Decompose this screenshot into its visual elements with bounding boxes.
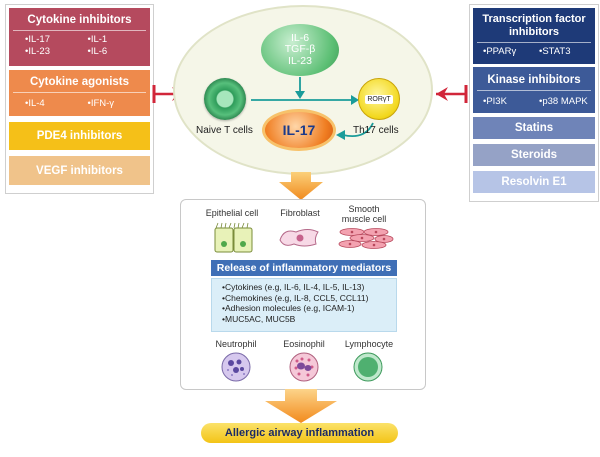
drug-item: STAT3 xyxy=(539,46,595,58)
smooth-muscle-cell-label: Smooth muscle cell xyxy=(341,204,387,224)
il17-node: IL-17 xyxy=(262,109,336,151)
polarizing-cytokines: IL-6 TGF-β IL-23 xyxy=(261,24,339,76)
drug-item: p38 MAPK xyxy=(539,96,595,108)
vegf-label: VEGF inhibitors xyxy=(36,164,123,177)
mediator-item: Adhesion molecules (e.g, ICAM-1) xyxy=(222,303,396,314)
drug-item: IFN-γ xyxy=(88,98,151,110)
resolvin-label: Resolvin E1 xyxy=(501,176,567,188)
cytokine-agonists-box: Cytokine agonists IL-4 IFN-γ xyxy=(9,70,150,116)
left-drug-panel: Cytokine inhibitors IL-17 IL-1 IL-23 IL-… xyxy=(5,4,154,194)
transcription-title: Transcription factor inhibitors xyxy=(482,13,586,38)
lymphocyte-icon xyxy=(353,352,383,382)
il17-label: IL-17 xyxy=(282,122,316,138)
cytokine-label: IL-23 xyxy=(288,54,312,67)
cytokine-label: TGF-β xyxy=(284,43,316,56)
cytokine-inhibitors-box: Cytokine inhibitors IL-17 IL-1 IL-23 IL-… xyxy=(9,8,150,66)
drug-item: IL-4 xyxy=(25,98,88,110)
pde4-label: PDE4 inhibitors xyxy=(36,130,123,142)
release-title: Release of inflammatory mediators xyxy=(216,262,392,274)
down-arrow-to-outcome xyxy=(265,389,337,423)
naive-t-cell-label: Naive T cells xyxy=(196,125,253,136)
epithelial-cell-icon xyxy=(214,222,253,253)
right-inhibit-arrow xyxy=(436,85,468,103)
eosinophil-label: Eosinophil xyxy=(283,339,325,349)
mediator-item: Chemokines (e.g, IL-8, CCL5, CCL11) xyxy=(222,293,396,304)
release-mediators-header: Release of inflammatory mediators xyxy=(211,260,397,276)
eosinophil-icon xyxy=(289,352,319,382)
mediator-item: MUC5AC, MUC5B xyxy=(222,314,396,325)
fibroblast-label: Fibroblast xyxy=(280,208,320,218)
lymphocyte-label: Lymphocyte xyxy=(344,339,394,349)
drug-item: PI3K xyxy=(483,96,539,108)
neutrophil-label: Neutrophil xyxy=(215,339,257,349)
right-drug-panel: Transcription factor inhibitors PPARγ ST… xyxy=(469,4,599,202)
pde4-inhibitors-box: PDE4 inhibitors xyxy=(9,122,150,150)
cytokine-inhibitors-title: Cytokine inhibitors xyxy=(27,14,132,26)
outcome-badge: Allergic airway inflammation xyxy=(201,423,398,443)
steroids-box: Steroids xyxy=(473,144,595,166)
th17-cell-icon: RORγT xyxy=(358,78,400,120)
fibroblast-icon xyxy=(279,229,319,247)
statins-label: Statins xyxy=(514,122,554,134)
down-arrow-to-tissue xyxy=(279,172,323,200)
differentiation-arrows xyxy=(251,77,374,140)
drug-item: IL-23 xyxy=(25,46,88,58)
outcome-label: Allergic airway inflammation xyxy=(224,427,375,439)
mediator-item: Cytokines (e.g, IL-6, IL-4, IL-5, IL-13) xyxy=(222,282,396,293)
steroids-label: Steroids xyxy=(510,149,557,161)
drug-item: PPARγ xyxy=(483,46,539,58)
mediator-list: Cytokines (e.g, IL-6, IL-4, IL-5, IL-13)… xyxy=(211,278,397,332)
th17-cell-label: Th17 cells xyxy=(353,125,399,136)
cytokine-label: IL-6 xyxy=(290,31,310,44)
statins-box: Statins xyxy=(473,117,595,139)
resolvin-box: Resolvin E1 xyxy=(473,171,595,193)
rorgt-label: RORγT xyxy=(365,94,393,104)
transcription-factor-inhibitors-box: Transcription factor inhibitors PPARγ ST… xyxy=(473,8,595,64)
naive-t-cell-icon xyxy=(204,78,246,120)
drug-item: IL-1 xyxy=(88,34,151,46)
epithelial-cell-label: Epithelial cell xyxy=(205,208,259,218)
smooth-muscle-icon xyxy=(338,228,394,249)
drug-item: IL-6 xyxy=(88,46,151,58)
kinase-title: Kinase inhibitors xyxy=(487,74,581,86)
neutrophil-icon xyxy=(221,352,251,382)
drug-item: IL-17 xyxy=(25,34,88,46)
cytokine-agonists-title: Cytokine agonists xyxy=(29,76,130,88)
kinase-inhibitors-box: Kinase inhibitors PI3K p38 MAPK xyxy=(473,67,595,113)
vegf-inhibitors-box: VEGF inhibitors xyxy=(9,156,150,185)
